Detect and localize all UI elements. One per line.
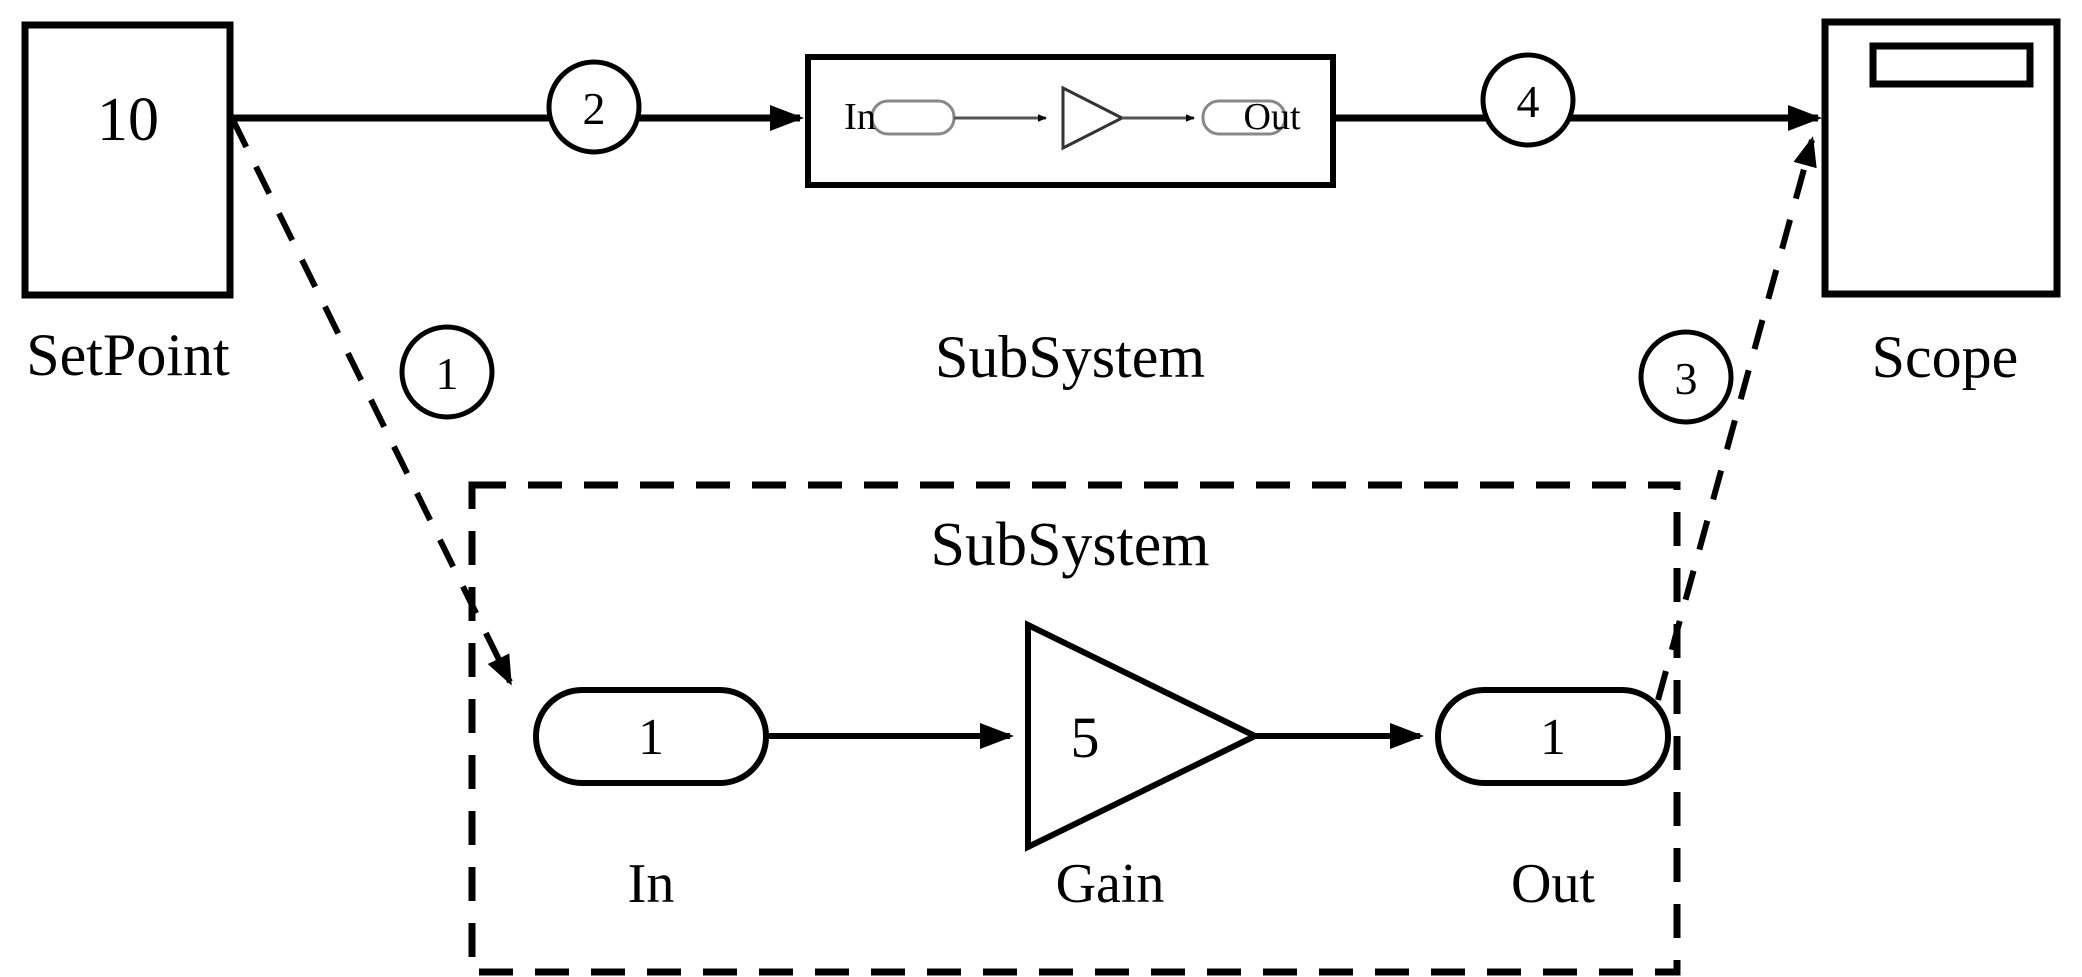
subsystem-inner-in-text: In	[844, 96, 876, 138]
subsystem-block-label: SubSystem	[934, 324, 1206, 390]
setpoint-value: 10	[97, 86, 159, 154]
expanded-out-port-value: 1	[1540, 709, 1566, 766]
annotation-label-1: 1	[435, 348, 459, 399]
subsystem-inner-gain-shape	[1061, 85, 1126, 151]
expanded-in-port-value: 1	[638, 709, 664, 766]
annotation-label-2: 2	[582, 83, 606, 134]
expanded-gain-label: Gain	[1055, 853, 1165, 915]
annotation-label-3: 3	[1674, 353, 1698, 404]
expansion-leader-left	[230, 118, 513, 686]
scope-display-bar	[1869, 42, 2034, 88]
expanded-out-port-label: Out	[1511, 853, 1595, 915]
setpoint-block-label: SetPoint	[26, 322, 230, 388]
subsystem-inner-in-port-shape	[870, 99, 956, 136]
annotation-circle-4	[1480, 52, 1576, 148]
annotation-label-4: 4	[1516, 76, 1540, 127]
expanded-gain-shape[interactable]	[1025, 620, 1262, 852]
expanded-in-port-label: In	[627, 853, 675, 915]
subsystem-inner-out-port-shape	[1201, 99, 1287, 136]
annotation-circle-3	[1638, 329, 1734, 425]
expanded-subsystem-boundary	[468, 481, 1681, 976]
expansion-leader-right	[1655, 136, 1817, 701]
expanded-gain-value: 5	[1070, 705, 1100, 770]
setpoint-block-shape[interactable]	[21, 21, 234, 299]
expanded-subsystem-title: SubSystem	[930, 511, 1210, 579]
annotation-circle-2	[546, 59, 642, 155]
annotation-circle-1	[399, 324, 495, 420]
scope-block-label: Scope	[1871, 324, 2019, 390]
subsystem-inner-out-text: Out	[1243, 96, 1301, 138]
expanded-out-port-shape[interactable]	[1435, 687, 1671, 786]
